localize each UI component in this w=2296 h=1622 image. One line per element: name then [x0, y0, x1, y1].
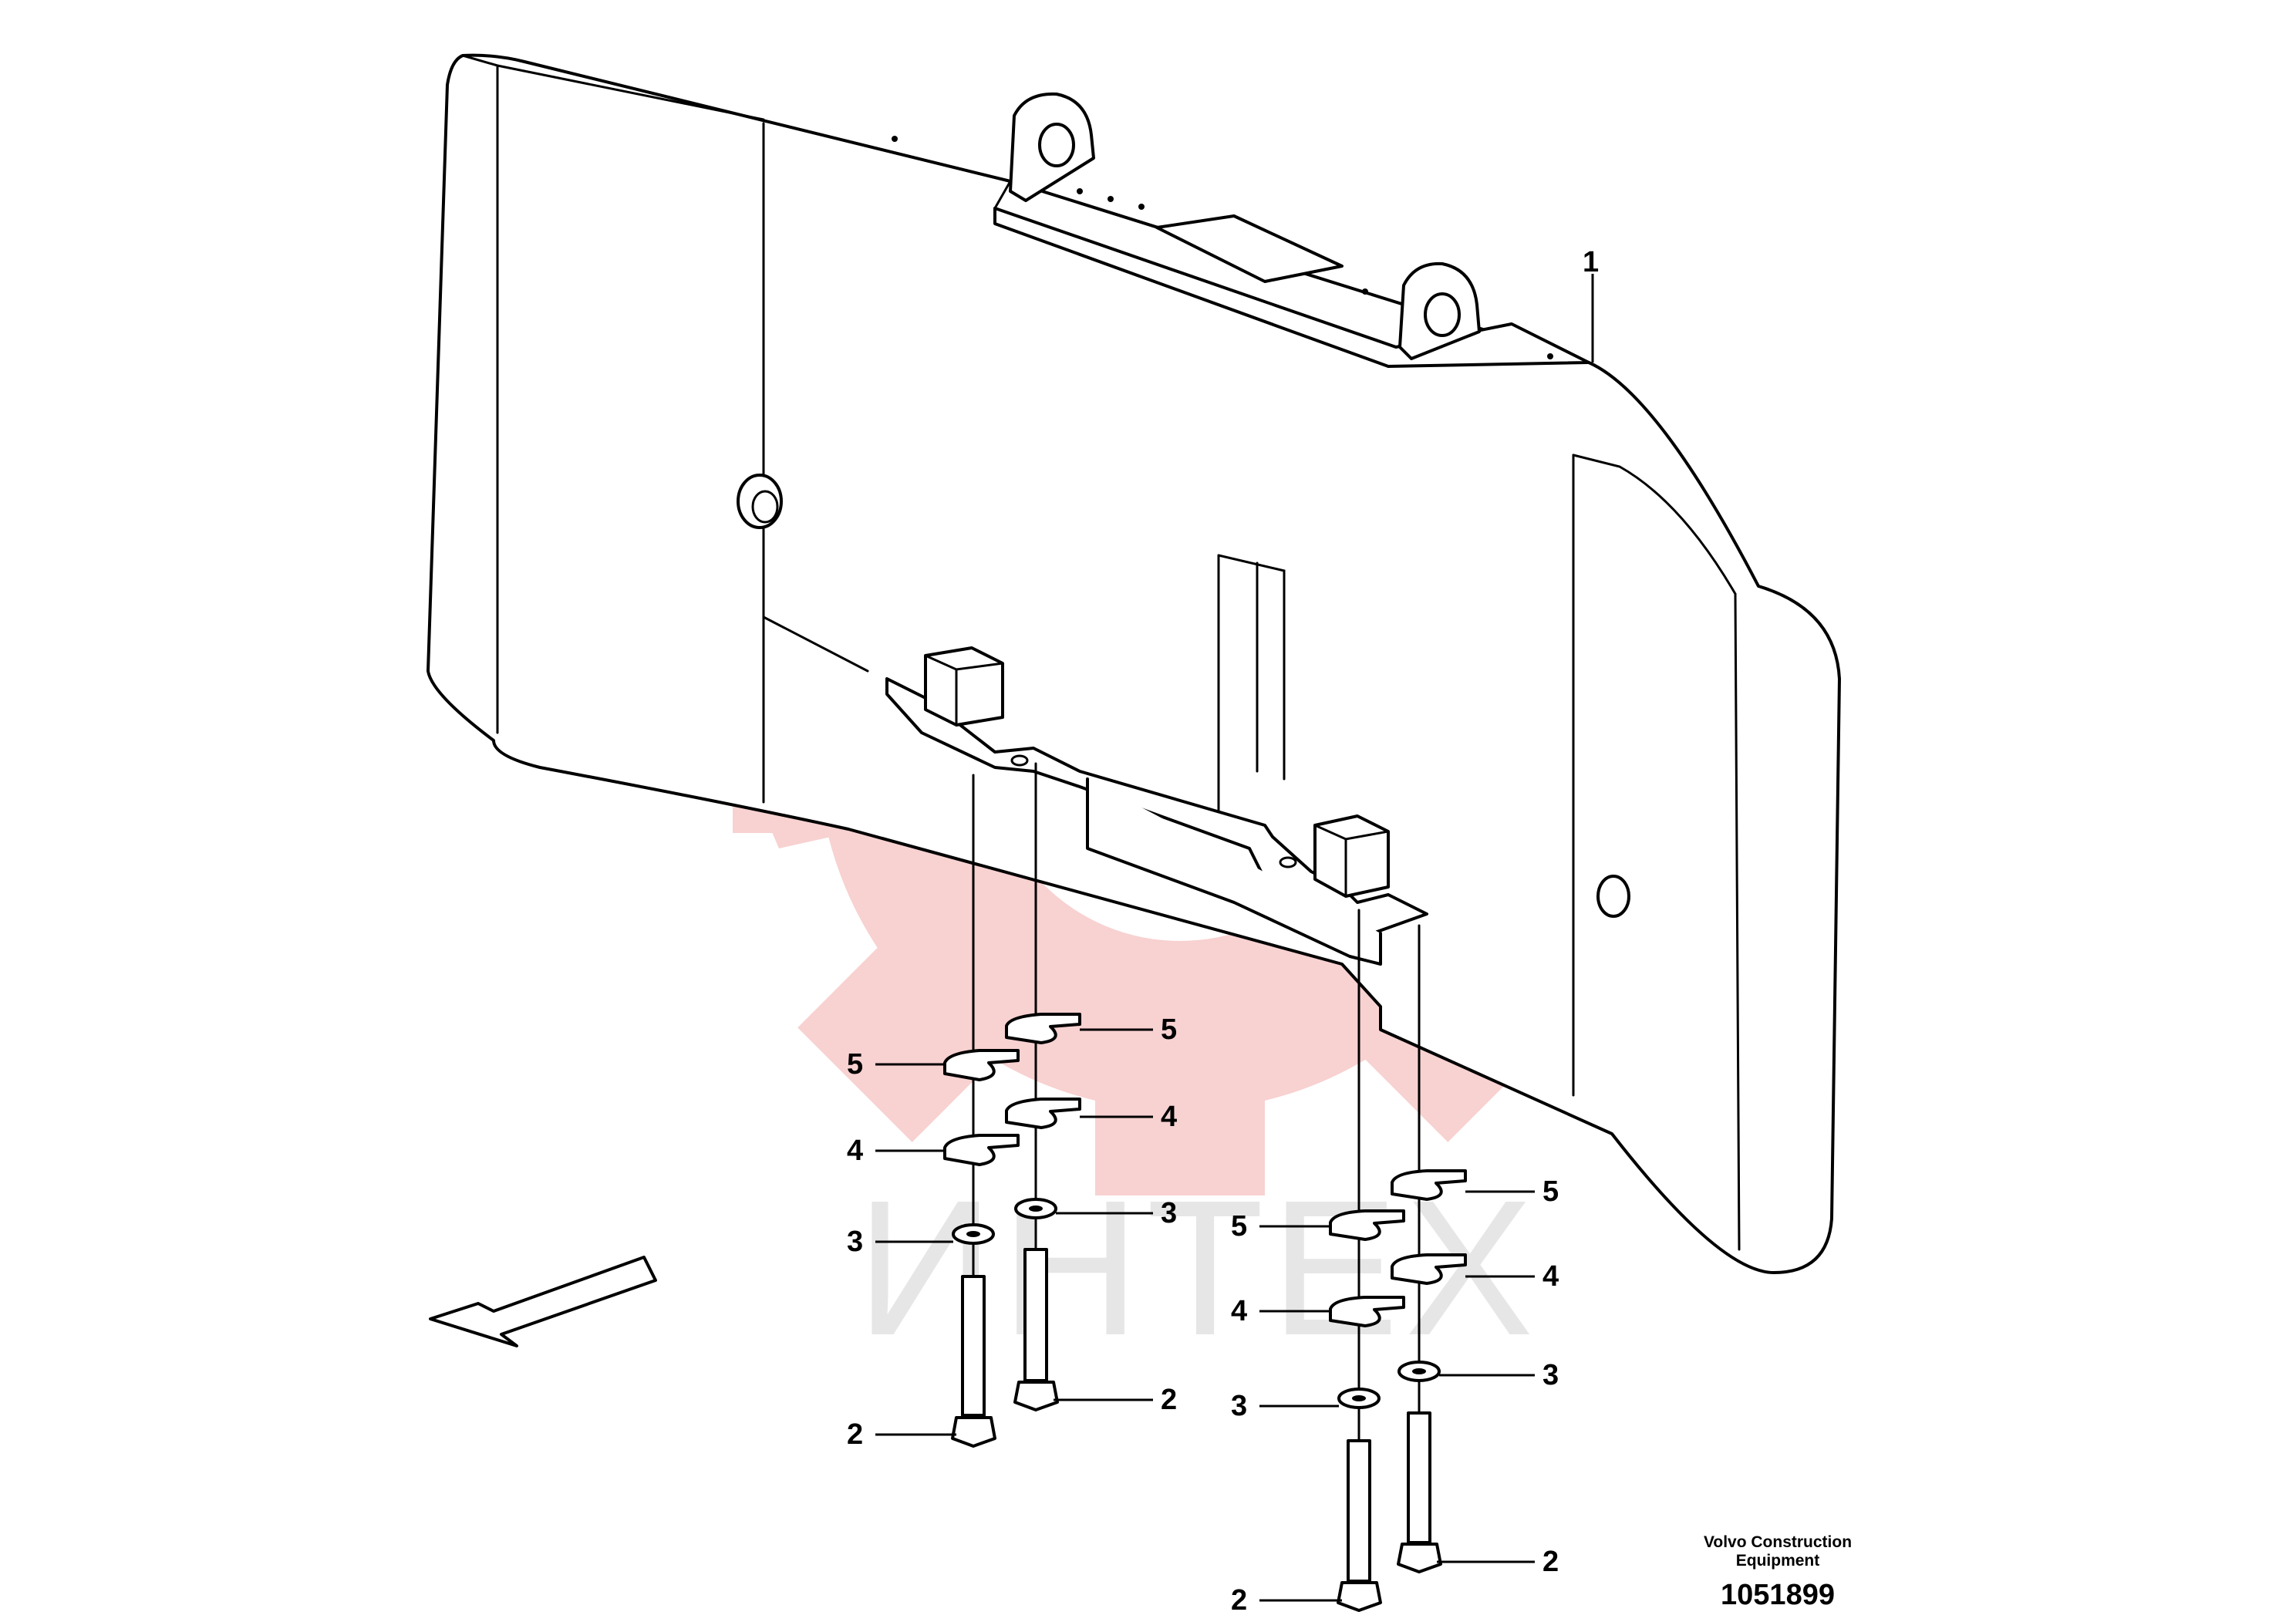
counterweight [426, 53, 1841, 1274]
hardware-stack-a [943, 1049, 1020, 1448]
hardware-stack-c [1329, 1209, 1405, 1612]
shim-5-c [1329, 1209, 1405, 1241]
callout-4-a: 4 [847, 1135, 863, 1167]
shim-5-b [1005, 1013, 1081, 1044]
callout-4-b: 4 [1161, 1101, 1177, 1133]
callout-2-a: 2 [847, 1418, 863, 1451]
shim-4-c [1329, 1296, 1405, 1327]
boss-left [737, 474, 783, 529]
bolt-2-b [1023, 1248, 1048, 1382]
shim-4-d [1391, 1253, 1467, 1285]
callout-2-c: 2 [1231, 1584, 1247, 1617]
callout-4-d: 4 [1542, 1260, 1559, 1293]
shim-5-a [943, 1049, 1020, 1081]
bracket-block-right [1313, 814, 1390, 898]
leader-lines [875, 274, 1594, 1602]
callout-labels: 1 5 5 5 5 4 4 4 4 3 3 3 3 2 2 2 2 [847, 246, 1599, 1617]
boss-right [1596, 875, 1630, 918]
callout-3-d: 3 [1542, 1359, 1559, 1391]
bolt-2-d [1407, 1411, 1431, 1544]
shim-4-a [943, 1134, 1020, 1166]
credit-line-1: Volvo Construction [1704, 1533, 1852, 1551]
bolt-2-c [1347, 1439, 1371, 1583]
arrow-left-down-icon [429, 1256, 657, 1347]
part-number: 1051899 [1721, 1579, 1835, 1611]
hardware-stack-b [1005, 1013, 1081, 1411]
nameplate [1155, 214, 1344, 283]
callout-5-c: 5 [1231, 1210, 1247, 1243]
callout-3-c: 3 [1231, 1390, 1247, 1422]
callout-1: 1 [1583, 246, 1599, 278]
shim-4-b [1005, 1098, 1081, 1129]
callout-4-c: 4 [1231, 1295, 1247, 1327]
callout-3-b: 3 [1161, 1197, 1177, 1229]
bracket-block-left [924, 646, 1004, 727]
shim-5-d [1391, 1169, 1467, 1201]
callout-2-b: 2 [1161, 1384, 1177, 1416]
callout-2-d: 2 [1542, 1546, 1559, 1578]
mounting-bracket [885, 677, 1428, 935]
callout-3-a: 3 [847, 1226, 863, 1258]
credit-line-2: Equipment [1736, 1552, 1820, 1570]
callout-5-b: 5 [1161, 1013, 1177, 1046]
callout-5-d: 5 [1542, 1175, 1559, 1208]
callout-5-a: 5 [847, 1048, 863, 1081]
top-plate [993, 207, 1590, 368]
hardware-stack-d [1391, 1169, 1467, 1573]
bolt-2-a [961, 1275, 986, 1417]
footer: Volvo Construction Equipment 1051899 [1704, 1533, 1852, 1611]
